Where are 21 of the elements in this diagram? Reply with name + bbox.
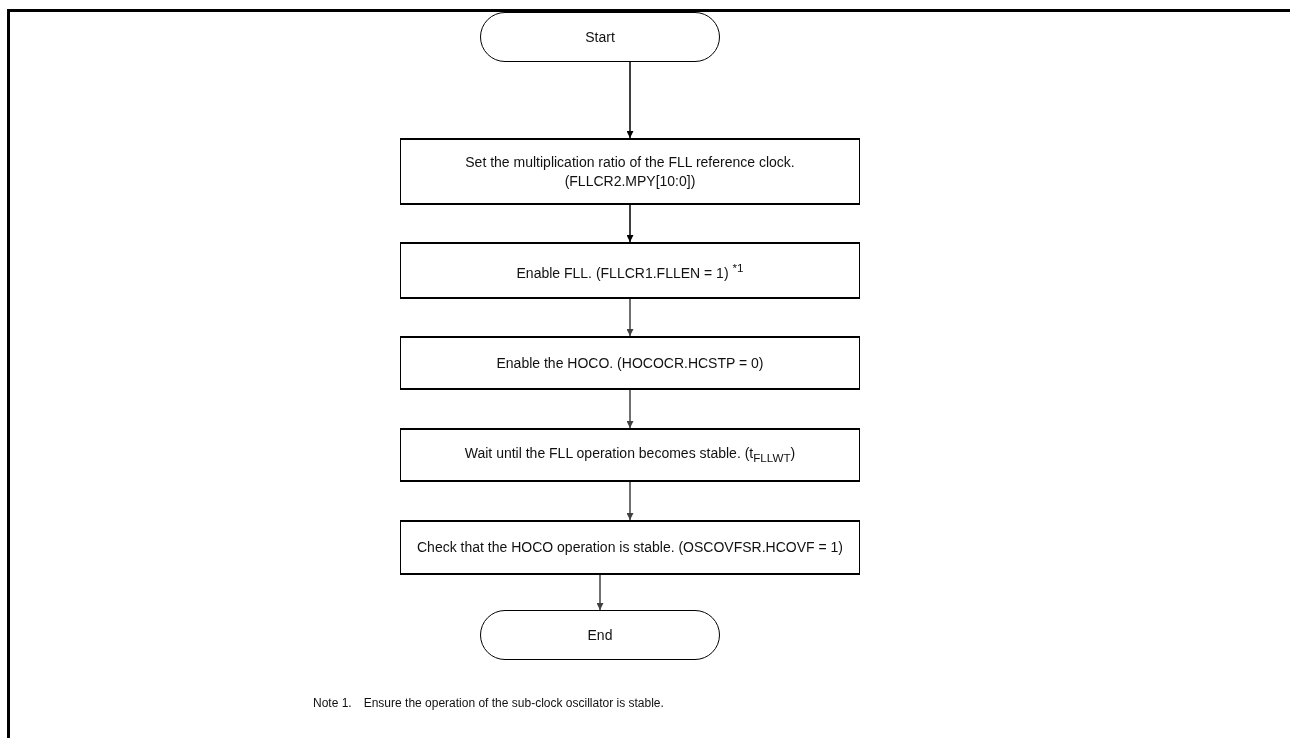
arrow bbox=[626, 204, 634, 243]
step-text: Enable FLL. (FLLCR1.FLLEN = 1) $^{*1}$ bbox=[516, 260, 744, 283]
process-box bbox=[400, 336, 860, 390]
step-text: End bbox=[587, 625, 613, 645]
terminal-box bbox=[480, 610, 720, 660]
step-text: Set the multiplication ratio of the FLL reference clock. (FLLCR2.MPY[10:0]) bbox=[464, 152, 796, 191]
process-box bbox=[400, 242, 860, 299]
arrow bbox=[626, 298, 634, 337]
process-box bbox=[400, 138, 860, 205]
process-box bbox=[400, 520, 860, 575]
terminal-box bbox=[480, 12, 720, 62]
arrow bbox=[626, 389, 634, 429]
step-text: Enable the HOCO. (HOCOCR.HCSTP = 0) bbox=[496, 353, 764, 373]
arrow bbox=[626, 61, 634, 139]
step-text: Start bbox=[585, 27, 615, 47]
arrow bbox=[596, 574, 604, 611]
process-box bbox=[400, 428, 860, 482]
arrow bbox=[626, 481, 634, 521]
step-text: Check that the HOCO operation is stable. (OSCOVFSR.HCOVF = 1) bbox=[417, 538, 843, 557]
step-text: Wait until the FLL operation becomes stable. (t$_{FLLWT}$) bbox=[464, 443, 796, 466]
footnote: Note 1. Ensure the operation of the sub-clock oscillator is stable. bbox=[313, 696, 664, 710]
